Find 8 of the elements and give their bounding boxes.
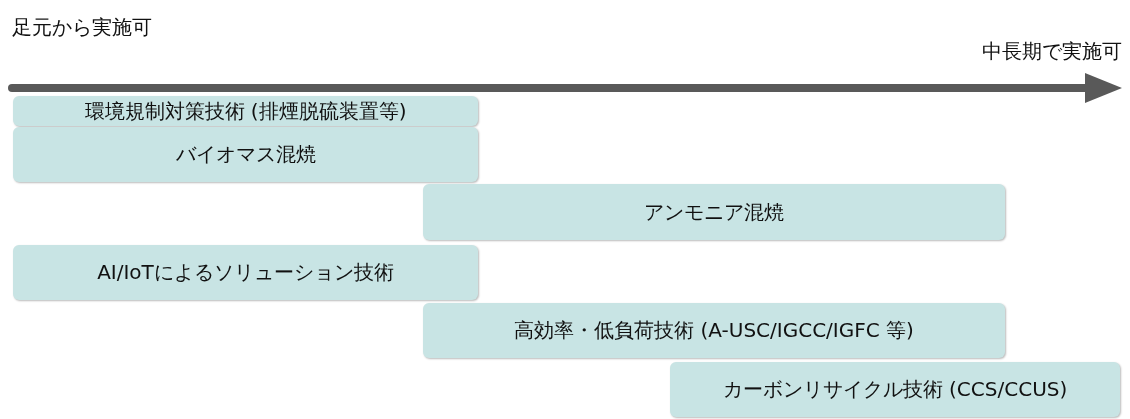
timeline-bar: カーボンリサイクル技術 (CCS/CCUS) <box>670 362 1120 417</box>
timeline-bar: 環境規制対策技術 (排煙脱硫装置等) <box>13 96 478 126</box>
timeline-end-label: 中長期で実施可 <box>982 38 1122 65</box>
timeline-bar: アンモニア混焼 <box>423 184 1005 240</box>
timeline-bar: 高効率・低負荷技術 (A-USC/IGCC/IGFC 等) <box>423 303 1005 358</box>
timeline-bar: バイオマス混焼 <box>13 127 478 182</box>
timeline-bar: AI/IoTによるソリューション技術 <box>13 245 478 300</box>
timeline-end-label: 足元から実施可 <box>12 14 152 41</box>
